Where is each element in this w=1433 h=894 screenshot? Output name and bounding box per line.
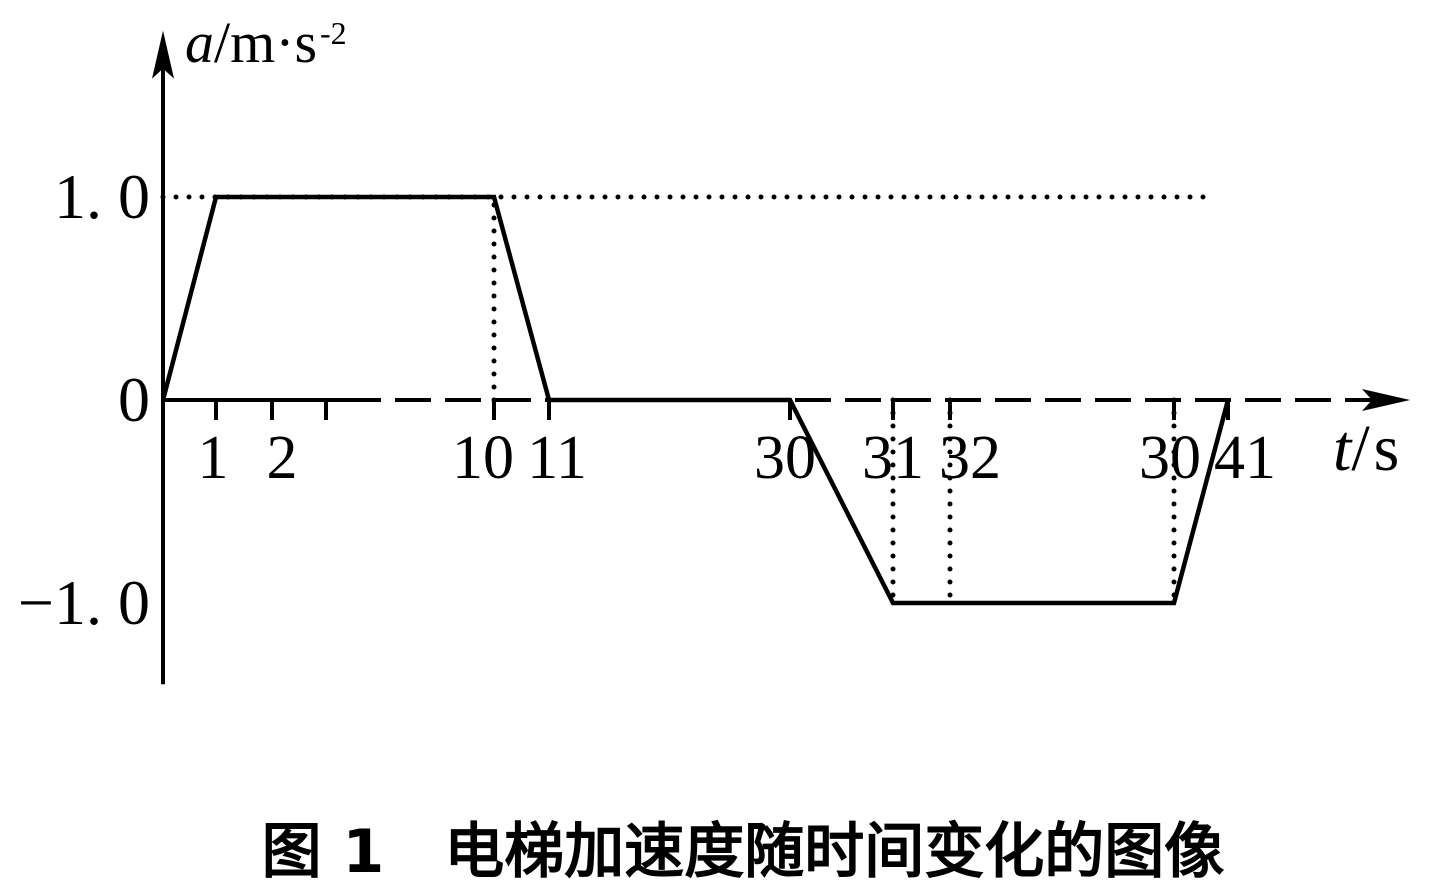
- x-tick-label: 11: [527, 424, 587, 492]
- series-layer: [160, 194, 1231, 606]
- y-tick-label: 0: [118, 364, 150, 435]
- x-tick-label: 41: [1214, 424, 1276, 492]
- tick-marks: [214, 400, 1230, 420]
- y-tick-label: −1. 0: [18, 567, 150, 638]
- x-tick-label: 1: [198, 424, 229, 492]
- x-tick-label: 32: [939, 424, 1001, 492]
- reference-lines: [160, 194, 1216, 606]
- axes: [152, 30, 1410, 685]
- y-axis-arrow: [152, 30, 174, 79]
- y-axis-symbol: a: [185, 10, 214, 75]
- x-axis-arrow: [1362, 389, 1410, 411]
- y-tick-label: 1. 0: [54, 161, 150, 232]
- x-tick-label: 30: [754, 424, 816, 492]
- x-tick-label: 30: [1139, 424, 1201, 492]
- x-tick-label: 10: [452, 424, 514, 492]
- x-tick-label: 31: [862, 424, 924, 492]
- series-line: [160, 194, 1231, 606]
- x-axis-label: t/s: [1333, 412, 1403, 485]
- x-axis-unit: /s: [1351, 412, 1403, 485]
- y-axis-unit: /m·s: [214, 10, 317, 75]
- x-tick-label: 2: [267, 424, 298, 492]
- figure-caption: 图 1 电梯加速度随时间变化的图像: [262, 817, 1225, 887]
- x-axis-symbol: t: [1333, 412, 1353, 485]
- y-axis-unit-exponent: -2: [320, 15, 347, 51]
- y-axis-label: a/m·s: [185, 10, 317, 75]
